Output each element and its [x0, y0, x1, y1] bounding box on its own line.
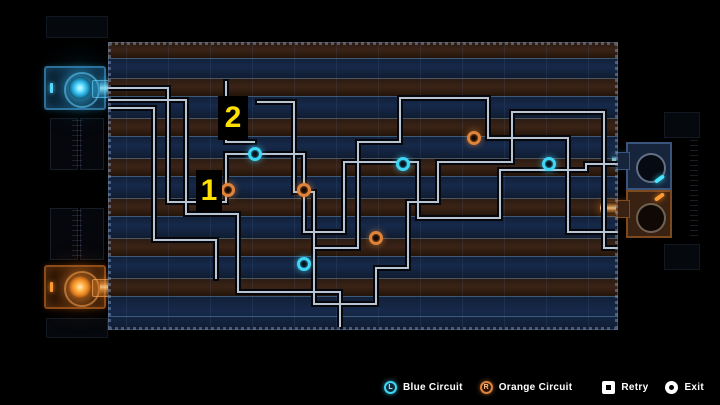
circuit-node-orange[interactable] — [467, 131, 481, 145]
left-machine-ticks-a — [72, 120, 82, 166]
node-number-label: 2 — [218, 96, 248, 140]
board-gridline-v — [504, 42, 505, 330]
orange-source-ring — [64, 271, 100, 307]
left-machine-panel-top — [46, 16, 108, 38]
hud-blue-circuit-label: Blue Circuit — [402, 381, 463, 393]
board-gridline-h — [108, 78, 618, 79]
wire-path — [383, 161, 461, 219]
board-gridline-h — [108, 198, 618, 199]
board-gridline-h — [108, 256, 618, 257]
button-square-icon[interactable] — [602, 380, 616, 394]
wire-path — [547, 163, 618, 171]
wire-path — [267, 153, 305, 191]
left-machine-panel-bottom — [46, 318, 108, 338]
button-r-icon[interactable]: R — [479, 380, 493, 394]
right-connector-stem-bottom — [616, 200, 630, 218]
board-gridline-h — [108, 216, 618, 217]
wire-outline — [457, 167, 551, 221]
wire-path — [108, 99, 341, 293]
wire-path — [447, 97, 529, 139]
orange-source-core — [69, 276, 91, 298]
board-gridline-v — [462, 42, 463, 330]
right-machine-panel-top — [664, 112, 700, 138]
wire-path — [108, 107, 217, 279]
button-circle-icon[interactable] — [665, 380, 679, 394]
board-gridline-h — [108, 316, 618, 317]
wire-path — [527, 137, 618, 233]
wire-outline — [381, 159, 463, 221]
board-stripe — [108, 78, 618, 96]
orange-source-led — [50, 282, 53, 292]
hud-blue-circuit[interactable]: L Blue Circuit — [383, 380, 463, 394]
board-stripe — [108, 42, 618, 58]
board-gridline-h — [108, 278, 618, 279]
board-stripe — [108, 58, 618, 78]
hud-exit[interactable]: Exit — [665, 380, 704, 394]
left-machine-slot-c — [50, 208, 78, 260]
wire-path — [475, 111, 561, 163]
wire-path — [407, 161, 477, 269]
circuit-wires — [108, 79, 618, 329]
button-l-icon[interactable]: L — [383, 380, 397, 394]
board-gridline-v — [546, 42, 547, 330]
blue-source-led — [50, 83, 53, 93]
wire-outline — [311, 245, 411, 307]
right-machine-panel-bottom — [664, 244, 700, 270]
left-machine-slot-a — [50, 118, 78, 170]
circuit-node-blue[interactable] — [396, 157, 410, 171]
board-stripe — [108, 176, 618, 198]
board-gridline-h — [108, 136, 618, 137]
left-machine-slot-d — [80, 208, 104, 260]
blue-source-core — [69, 77, 91, 99]
wire-path — [313, 247, 409, 305]
board-gridline-v — [126, 42, 127, 330]
circuit-node-orange[interactable] — [369, 231, 383, 245]
hud-orange-circuit-label: Orange Circuit — [498, 381, 573, 393]
wire-outline — [355, 95, 451, 251]
board-gridline-h — [108, 118, 618, 119]
board-gridline-h — [108, 158, 618, 159]
hud-bar: L Blue Circuit R Orange Circuit Retry Ex… — [0, 369, 720, 405]
board-gridline-h — [108, 176, 618, 177]
blue-source-housing[interactable] — [44, 66, 106, 110]
board-gridline-h — [108, 58, 618, 59]
circuit-node-orange[interactable] — [221, 183, 235, 197]
board-gridline-h — [108, 96, 618, 97]
blue-target-receptacle[interactable] — [626, 142, 672, 190]
right-machine-ticks — [690, 140, 698, 240]
hud-retry[interactable]: Retry — [602, 380, 649, 394]
left-machine-ticks-b — [72, 210, 82, 256]
orange-target-receptacle[interactable] — [626, 190, 672, 238]
left-machine-slot-b — [80, 118, 104, 170]
hud-orange-circuit[interactable]: R Orange Circuit — [479, 380, 573, 394]
circuit-node-blue[interactable] — [297, 257, 311, 271]
board-gridline-v — [252, 42, 253, 330]
orange-target-hole — [636, 203, 666, 233]
wire-path — [459, 169, 549, 219]
board-gridline-v — [588, 42, 589, 330]
board-gridline-h — [108, 296, 618, 297]
circuit-node-orange[interactable] — [297, 183, 311, 197]
orange-target-arrow-icon — [653, 192, 666, 202]
circuit-node-blue[interactable] — [248, 147, 262, 161]
circuit-node-blue[interactable] — [542, 157, 556, 171]
node-number-label: 1 — [196, 170, 222, 212]
wire-path — [559, 111, 618, 249]
board-gridline-v — [378, 42, 379, 330]
hud-exit-label: Exit — [684, 381, 704, 393]
board-gridline-h — [108, 238, 618, 239]
board-gridline-v — [336, 42, 337, 330]
right-connector-stem-top — [616, 152, 630, 170]
blue-source-ring — [64, 72, 100, 108]
hud-retry-label: Retry — [621, 381, 649, 393]
wire-path — [357, 97, 449, 249]
